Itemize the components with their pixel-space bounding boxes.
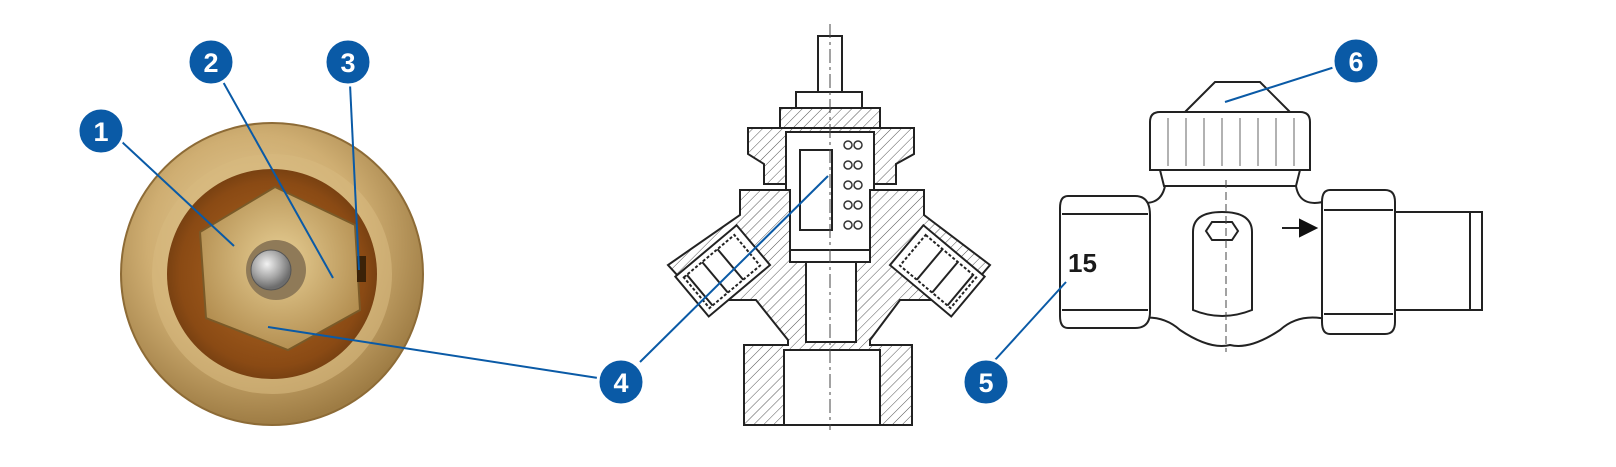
svg-text:3: 3 [340,48,355,78]
callout-5: 5 [961,357,1011,407]
callout-6: 6 [1331,36,1381,86]
valve-pin [250,249,292,291]
leader-line-6 [1224,65,1339,103]
callout-2: 2 [186,37,236,87]
svg-text:6: 6 [1348,47,1363,77]
leader-line-4a [267,326,599,379]
leader-line-1 [121,141,235,247]
knurled-cap [1149,111,1311,171]
valve-side-view [1059,81,1483,352]
callout-3: 3 [323,37,373,87]
leader-line-2 [221,79,334,279]
svg-text:5: 5 [978,368,993,398]
size-marking: 15 [1068,248,1097,278]
leader-lines [121,65,1339,379]
leader-line-5 [994,281,1067,361]
brass-valve-insert [120,122,424,426]
svg-text:1: 1 [93,117,108,147]
leader-line-3 [349,83,360,271]
notch [357,256,366,282]
callout-1: 1 [76,106,126,156]
callout-4: 4 [596,357,646,407]
svg-text:4: 4 [613,368,628,398]
valve-cross-section [666,24,992,430]
svg-text:2: 2 [203,48,218,78]
leader-line-4b [639,175,829,363]
